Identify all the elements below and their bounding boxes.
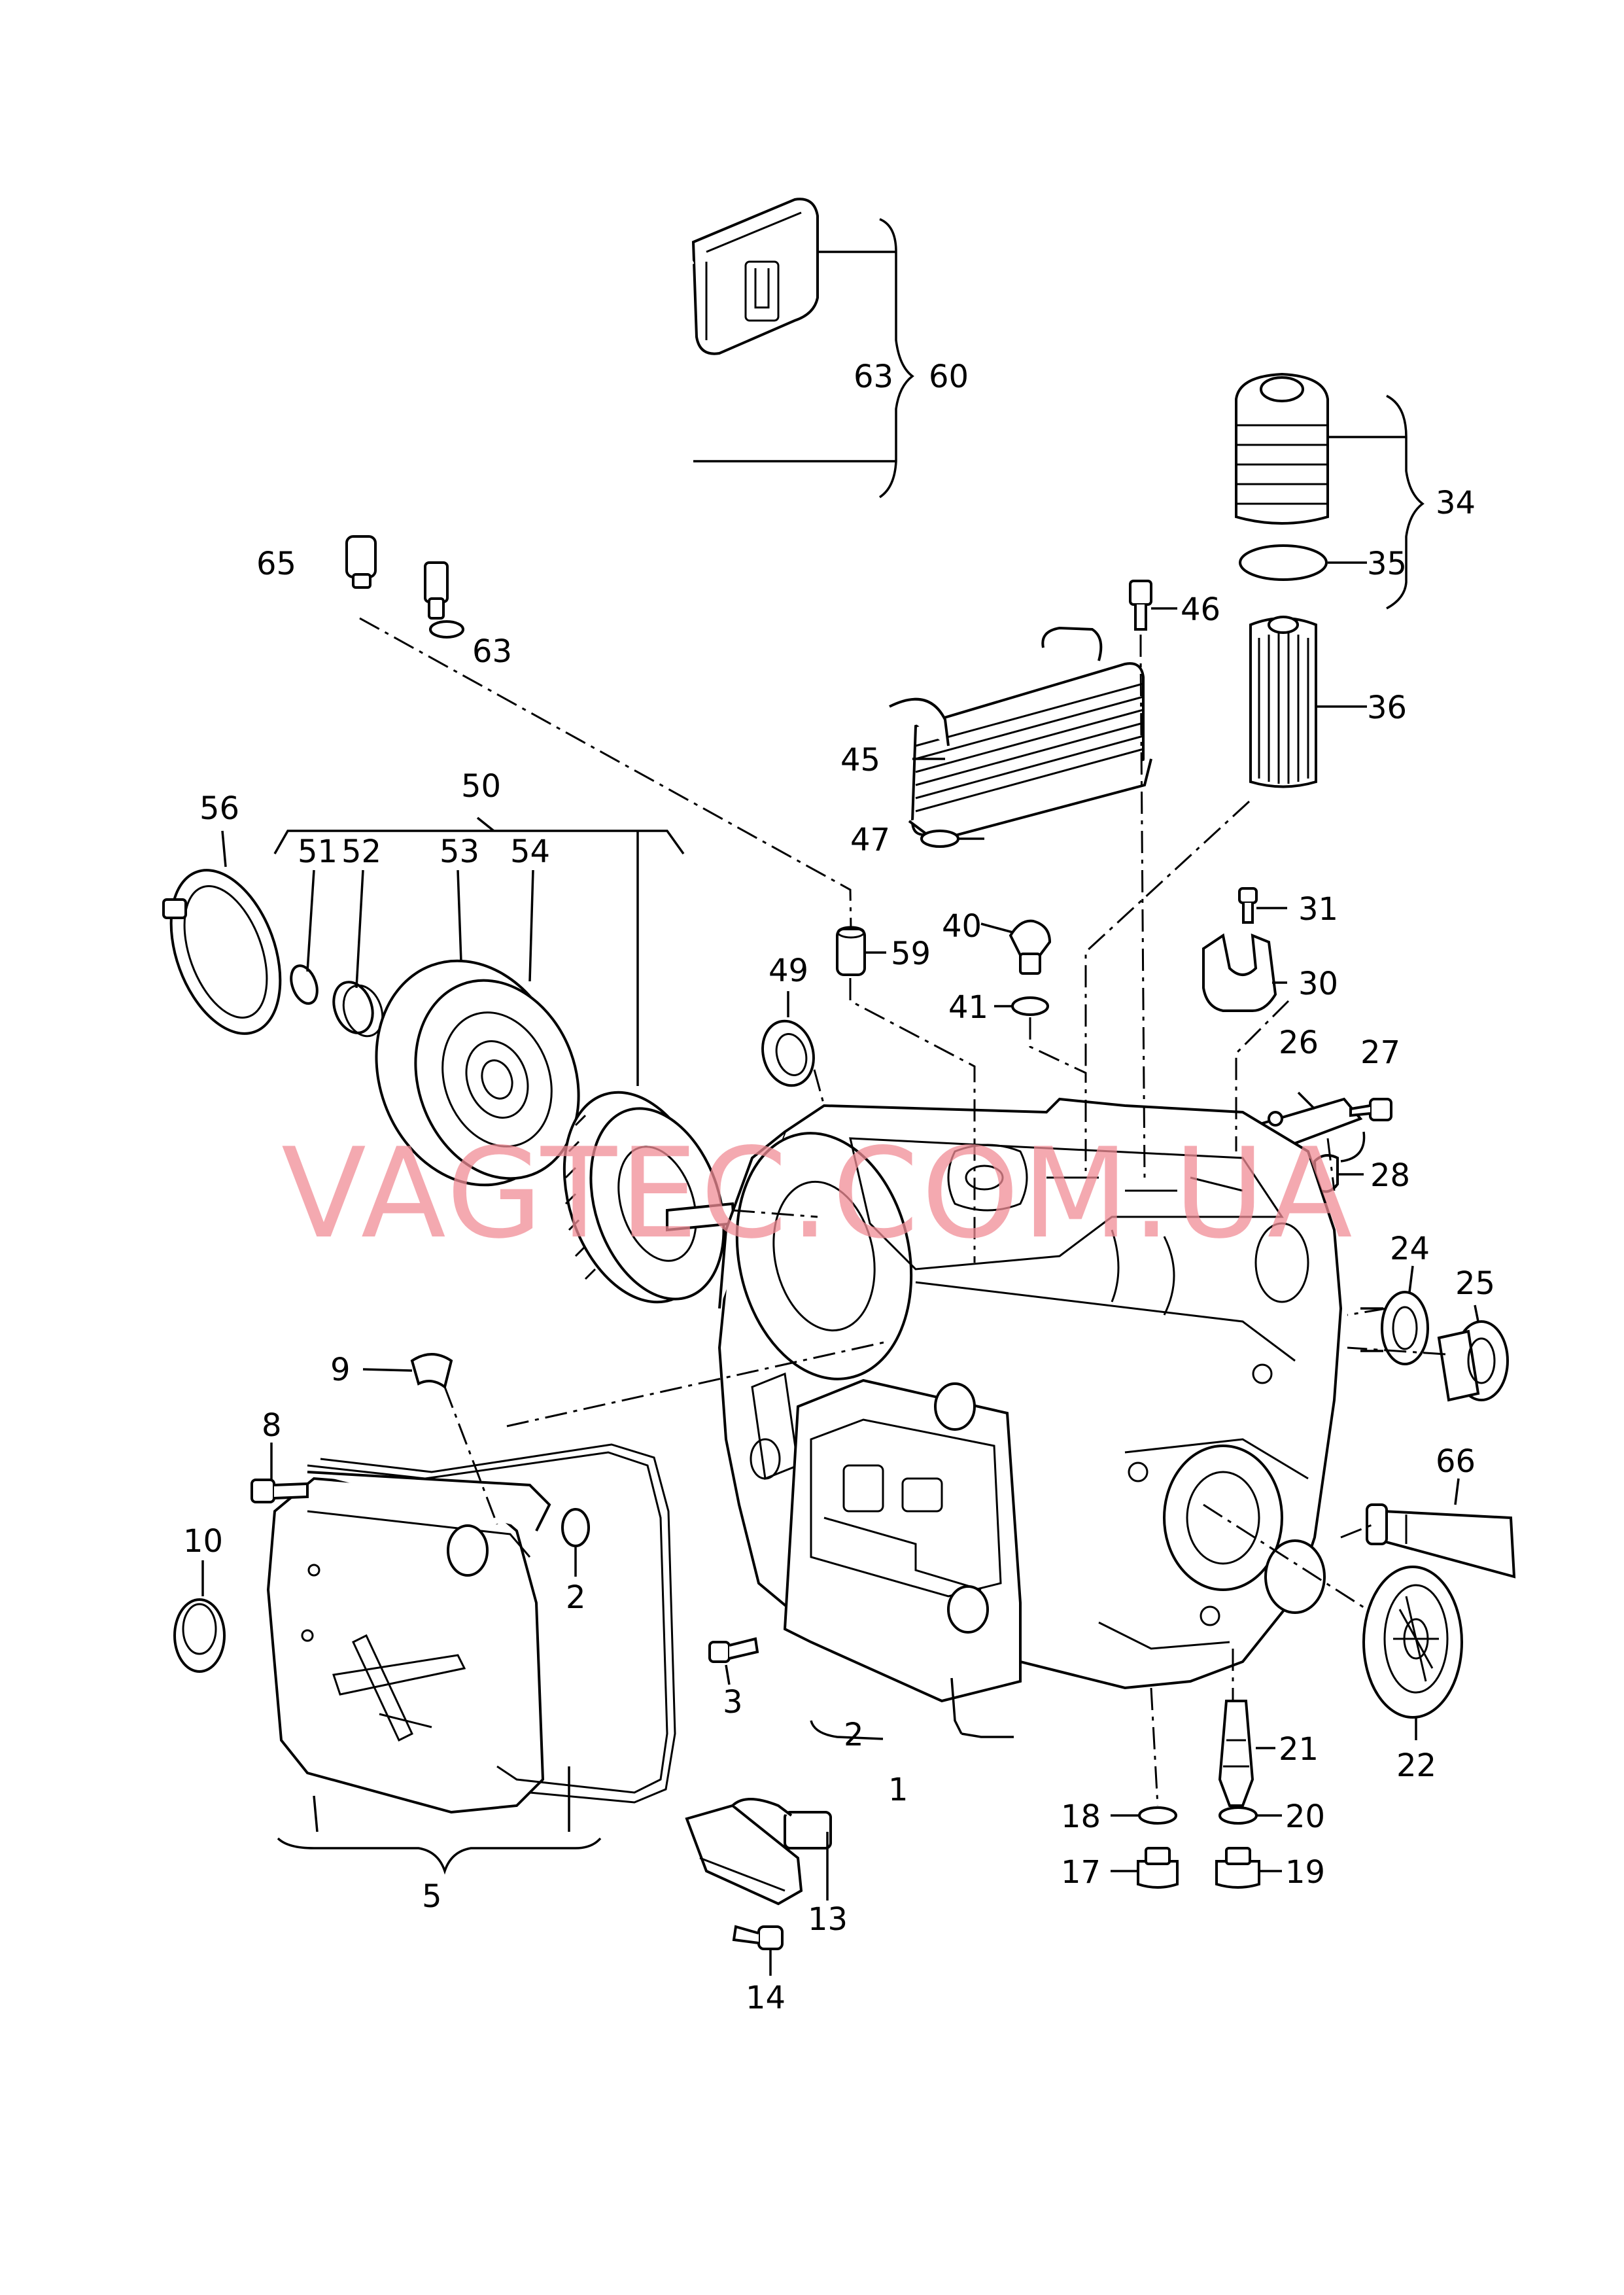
mechatronic-unit-1[interactable] [783, 1378, 1022, 1703]
bolt-46[interactable] [1129, 580, 1152, 631]
callout-30: 30 [1298, 966, 1338, 1002]
plug-40[interactable] [1009, 919, 1052, 975]
callout-40: 40 [942, 908, 982, 945]
grease-tube-66[interactable] [1366, 1503, 1516, 1579]
bolt-27[interactable] [1349, 1098, 1392, 1121]
callout-49: 49 [769, 953, 808, 989]
callout-9: 9 [330, 1352, 351, 1388]
reference-lines [359, 617, 1446, 1806]
callout-17: 17 [1061, 1854, 1101, 1891]
cover-56[interactable] [150, 855, 301, 1049]
seal-2[interactable] [561, 1508, 590, 1547]
seal-20[interactable] [1218, 1806, 1258, 1825]
clutch-pack-50[interactable] [539, 1074, 747, 1322]
o-ring-35[interactable] [1239, 544, 1328, 581]
callout-1: 1 [888, 1772, 908, 1808]
callout-66: 66 [1436, 1443, 1476, 1480]
callout-27: 27 [1360, 1034, 1400, 1071]
bolt-8[interactable] [251, 1479, 309, 1503]
clip-9[interactable] [410, 1353, 453, 1390]
callout-60: 60 [929, 359, 969, 395]
oil-pan-cover-5[interactable] [266, 1471, 551, 1814]
callout-51: 51 [298, 833, 337, 870]
control-unit-part-60[interactable] [691, 198, 819, 355]
flange-22[interactable] [1362, 1566, 1463, 1719]
filter-housing-34[interactable] [1235, 372, 1329, 525]
callout-35: 35 [1367, 546, 1407, 582]
callout-50: 50 [461, 768, 501, 805]
callout-2: 2 [844, 1717, 864, 1753]
seal-ring-63[interactable] [429, 620, 464, 639]
callout-8: 8 [262, 1407, 282, 1444]
callout-31: 31 [1298, 891, 1338, 928]
callout-45: 45 [840, 742, 880, 779]
seal-24[interactable] [1381, 1291, 1429, 1365]
filter-element-36[interactable] [1249, 616, 1317, 788]
watermark: VAGTEC.COM.UA [281, 1121, 1355, 1266]
callout-41: 41 [948, 989, 988, 1026]
circlip-51[interactable] [286, 962, 322, 1007]
callout-labels: 60 63 65 63 34 35 36 46 45 47 40 41 31 3… [183, 359, 1495, 2016]
callout-63: 63 [854, 359, 893, 395]
callout-36: 36 [1367, 690, 1407, 726]
sensor-13[interactable] [685, 1798, 832, 1906]
callout-19: 19 [1285, 1854, 1325, 1891]
callout-10: 10 [183, 1523, 223, 1560]
callout-28: 28 [1370, 1157, 1410, 1194]
callout-59: 59 [891, 936, 931, 972]
bracket-30[interactable] [1202, 933, 1277, 1012]
callout-21: 21 [1279, 1731, 1319, 1768]
spring-52[interactable] [327, 977, 389, 1042]
cap-10[interactable] [173, 1598, 226, 1673]
seal-47[interactable] [920, 830, 959, 848]
plug-19[interactable] [1215, 1847, 1260, 1889]
seal-41[interactable] [1011, 996, 1049, 1016]
oil-cooler-45[interactable] [889, 626, 1152, 843]
wiring-harness [424, 260, 695, 620]
callout-46: 46 [1181, 591, 1220, 628]
callout-14: 14 [746, 1980, 786, 2016]
drum-53-54[interactable] [346, 934, 606, 1212]
sensor-21[interactable] [1218, 1700, 1254, 1807]
plug-17[interactable] [1137, 1847, 1179, 1889]
callout-18: 18 [1061, 1798, 1101, 1835]
callout-5: 5 [422, 1878, 442, 1915]
gasket-5 [307, 1443, 676, 1804]
callout-22: 22 [1396, 1747, 1436, 1784]
seal-18[interactable] [1138, 1806, 1177, 1825]
callout-52: 52 [341, 833, 381, 870]
callout-3: 3 [723, 1684, 743, 1721]
bolt-3[interactable] [708, 1637, 759, 1663]
seal-49[interactable] [755, 1015, 820, 1091]
callout-53: 53 [440, 833, 479, 870]
callout-63: 63 [472, 633, 512, 670]
flange-25[interactable] [1437, 1320, 1509, 1402]
callout-25: 25 [1455, 1265, 1495, 1302]
callout-13: 13 [808, 1901, 848, 1938]
callout-65: 65 [256, 546, 296, 582]
callout-54: 54 [510, 833, 550, 870]
callout-2: 2 [566, 1579, 586, 1616]
bushing-59[interactable] [836, 926, 866, 976]
callout-56: 56 [199, 790, 239, 827]
callout-34: 34 [1436, 485, 1476, 521]
bolt-31[interactable] [1238, 887, 1258, 924]
bolt-14[interactable] [732, 1925, 784, 1950]
plug-65[interactable] [345, 535, 377, 589]
callout-24: 24 [1390, 1231, 1430, 1267]
callout-20: 20 [1285, 1798, 1325, 1835]
callout-26: 26 [1279, 1025, 1319, 1061]
callout-47: 47 [850, 822, 890, 858]
